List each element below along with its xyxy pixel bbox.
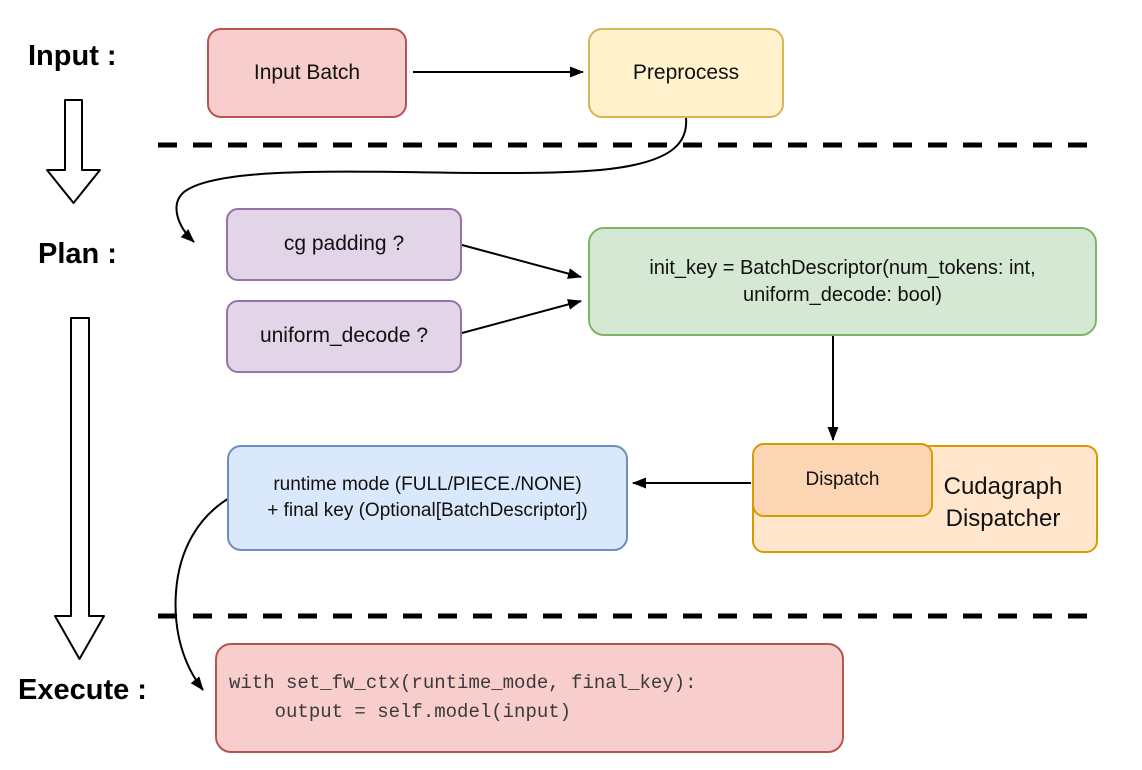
cudagraph-dispatcher-label: Cudagraph Dispatcher bbox=[943, 473, 1063, 533]
plan-stage-label: Plan : bbox=[38, 238, 117, 270]
uniform-decode-label: uniform_decode ? bbox=[259, 324, 429, 348]
input-batch-node: Input Batch bbox=[207, 28, 407, 118]
arrow-uniformdecode-to-initkey bbox=[461, 299, 582, 334]
input-stage-label: Input : bbox=[28, 40, 117, 72]
runtime-mode-node: runtime mode (FULL/PIECE./NONE) + final … bbox=[227, 445, 628, 551]
preprocess-node: Preprocess bbox=[588, 28, 784, 118]
cg-padding-label: cg padding ? bbox=[283, 232, 405, 256]
execute-stage-label: Execute : bbox=[18, 674, 147, 706]
init-key-line1: init_key = BatchDescriptor(num_tokens: i… bbox=[649, 256, 1036, 279]
arrow-runtimemode-to-executecode bbox=[174, 496, 232, 691]
execute-code-line2: output = self.model(input) bbox=[229, 701, 572, 723]
init-key-node: init_key = BatchDescriptor(num_tokens: i… bbox=[588, 227, 1097, 336]
dispatch-label: Dispatch bbox=[805, 469, 880, 491]
init-key-line2: uniform_decode: bool) bbox=[742, 283, 942, 306]
input-stage-arrow-icon bbox=[46, 99, 101, 204]
plan-stage-arrow-icon bbox=[54, 317, 105, 660]
runtime-mode-line2: + final key (Optional[BatchDescriptor]) bbox=[267, 500, 588, 521]
uniform-decode-node: uniform_decode ? bbox=[226, 300, 462, 373]
input-batch-label: Input Batch bbox=[253, 60, 361, 84]
execute-code-line1: with set_fw_ctx(runtime_mode, final_key)… bbox=[229, 671, 697, 694]
cg-padding-node: cg padding ? bbox=[226, 208, 462, 281]
execute-code-node: with set_fw_ctx(runtime_mode, final_key)… bbox=[215, 643, 844, 753]
arrow-preprocess-to-cgpadding bbox=[175, 117, 688, 243]
runtime-mode-line1: runtime mode (FULL/PIECE./NONE) bbox=[273, 474, 582, 496]
preprocess-label: Preprocess bbox=[632, 60, 740, 84]
dispatch-node: Dispatch bbox=[752, 443, 933, 517]
arrow-cgpadding-to-initkey bbox=[461, 244, 582, 279]
